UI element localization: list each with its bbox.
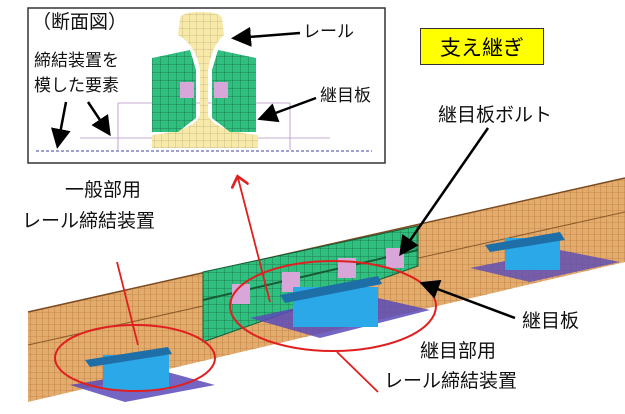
bolt: [338, 258, 356, 278]
rail-label: レール: [303, 22, 354, 42]
joint-bar-arrow: [419, 279, 516, 320]
fastener-general: [70, 347, 215, 402]
general-fastener-label-1: 一般部用: [65, 179, 142, 201]
fastener-element-label-1: 締結装置を: [34, 51, 119, 71]
inset-joint-bar-label: 継目板: [320, 86, 371, 106]
section-pointer-arrow: [238, 178, 271, 303]
inset-title: （断面図）: [32, 11, 128, 33]
bolt-label: 継目板ボルト: [438, 104, 553, 126]
general-fastener-label-2: レール締結装置: [22, 210, 156, 232]
joint-bar-label: 継目板: [522, 310, 580, 332]
fastener-right: [470, 232, 620, 282]
joint-fastener-label-1: 継目部用: [420, 340, 497, 362]
joint-fastener-label-2: レール締結装置: [384, 370, 518, 392]
fastener-element-label-2: 模した要素: [34, 76, 119, 96]
cross-section-inset: [27, 7, 386, 164]
support-joint-badge: 支え継ぎ: [420, 28, 544, 65]
general-fastener-highlight: [54, 324, 216, 392]
bolt-arrow: [399, 127, 490, 257]
fastener-joint: [250, 276, 430, 338]
joint-bar-3d: [202, 225, 419, 343]
joint-fastener-highlight: [229, 260, 437, 352]
